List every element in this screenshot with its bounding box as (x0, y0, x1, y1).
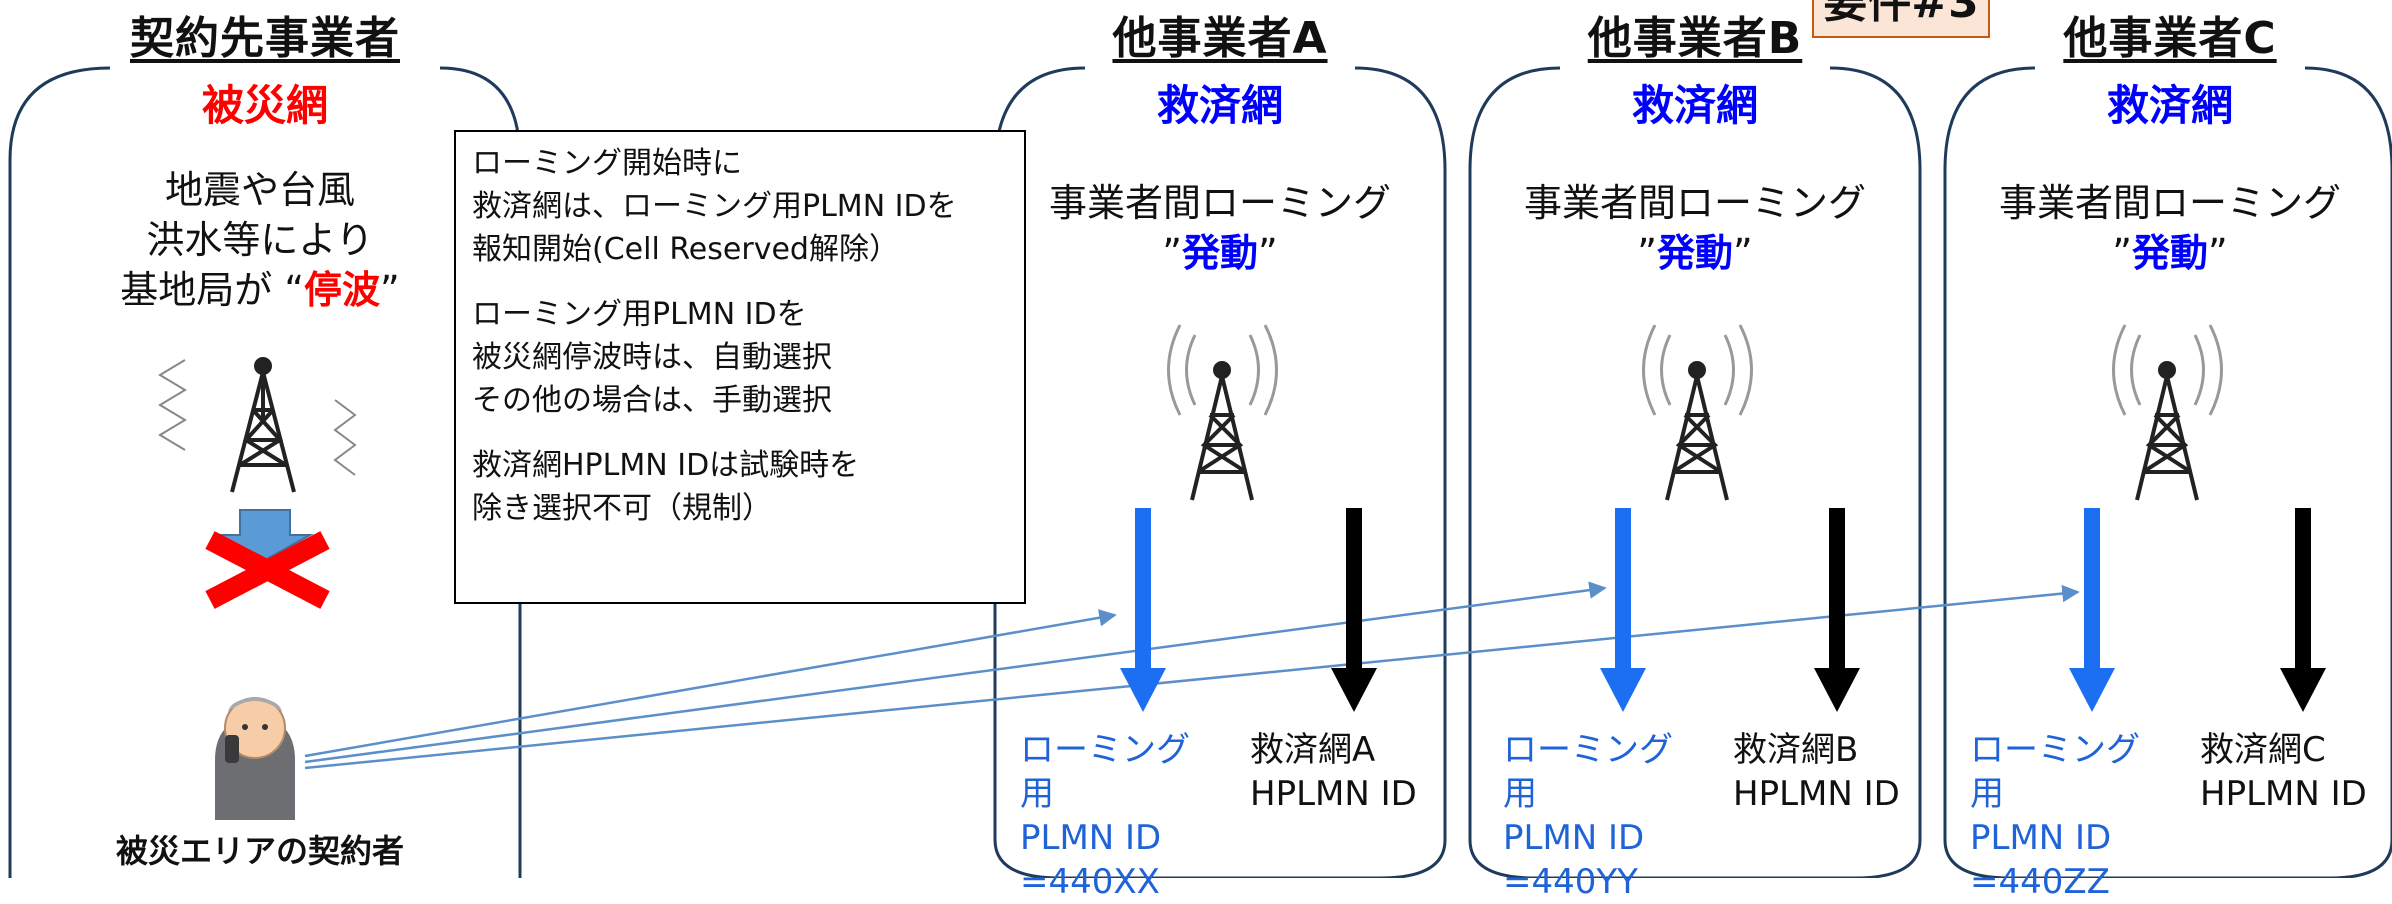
carrier-a-roaming-label-2: PLMN ID (1020, 818, 1162, 858)
callout-paragraph-1: ローミング開始時に 救済網は、ローミング用PLMN IDを 報知開始(Cell … (472, 146, 957, 267)
callout-paragraph-2: ローミング用PLMN IDを 被災網停波時は、自動選択 その他の場合は、手動選択 (472, 297, 832, 418)
damage-x-icon (205, 531, 330, 609)
carrier-a-header: 他事業者A 救済網 (1060, 2, 1380, 133)
panel-carrier-b (1468, 66, 1922, 878)
cause-emphasis: 停波 (304, 268, 381, 312)
tower-b-icon (1642, 324, 1753, 501)
roaming-arrow-c (2069, 508, 2115, 712)
link-lines (304, 581, 2080, 770)
carrier-c-trigger-word: 発動 (2131, 231, 2208, 275)
home-arrow-c (2280, 508, 2326, 712)
carrier-c-home-label-1: 救済網C (2200, 730, 2326, 770)
carrier-b-roaming-text: 事業者間ローミング ”発動” (1485, 178, 1905, 278)
contract-carrier-header: 契約先事業者 被災網 (80, 2, 450, 133)
carrier-b-network: 救済網 (1631, 81, 1758, 130)
tower-a-icon (1167, 324, 1278, 501)
contract-carrier-network: 被災網 (201, 81, 328, 130)
carrier-c-network: 救済網 (2106, 81, 2233, 130)
carrier-b-home-label: 救済網B HPLMN ID (1733, 728, 1923, 816)
carrier-c-trigger: ”発動” (1960, 228, 2380, 278)
carrier-b-trigger-word: 発動 (1656, 231, 1733, 275)
carrier-a-trigger-open: ” (1162, 231, 1182, 275)
carrier-b-roaming-line: 事業者間ローミング (1523, 181, 1866, 225)
carrier-a-heading: 他事業者A (1112, 13, 1328, 64)
user-avatar-icon (215, 697, 295, 820)
carrier-b-header: 他事業者B 救済網 (1535, 2, 1855, 133)
carrier-a-home-label-2: HPLMN ID (1250, 774, 1417, 814)
cause-suffix: ” (380, 268, 400, 312)
carrier-a-roaming-label-1: ローミング用 (1020, 730, 1190, 814)
carrier-c-trigger-close: ” (2208, 231, 2228, 275)
panel-carrier-c (1943, 66, 2392, 878)
carrier-a-trigger-close: ” (1258, 231, 1278, 275)
cause-line-3: 基地局が “停波” (60, 265, 460, 315)
cause-line-1: 地震や台風 (164, 168, 355, 212)
callout-paragraph-3: 救済網HPLMN IDは試験時を 除き選択不可（規制） (472, 448, 860, 526)
carrier-b-trigger-open: ” (1637, 231, 1657, 275)
carrier-b-trigger-close: ” (1733, 231, 1753, 275)
carrier-a-roaming-label-3: =440XX (1020, 862, 1160, 902)
carrier-c-roaming-label-3: =440ZZ (1970, 862, 2110, 902)
tower-c-icon (2112, 324, 2223, 501)
home-arrow-a (1331, 508, 1377, 712)
carrier-b-roaming-label-1: ローミング用 (1503, 730, 1673, 814)
carrier-c-roaming-text: 事業者間ローミング ”発動” (1960, 178, 2380, 278)
roaming-arrow-b (1600, 508, 1646, 712)
user-label: 被災エリアの契約者 (115, 832, 404, 870)
cause-prefix: 基地局が “ (120, 268, 305, 312)
carrier-b-home-label-1: 救済網B (1733, 730, 1859, 770)
carrier-b-heading: 他事業者B (1587, 13, 1803, 64)
carrier-c-header: 他事業者C 救済網 (2010, 2, 2330, 133)
panel-carrier-a (993, 66, 1447, 878)
carrier-c-trigger-open: ” (2112, 231, 2132, 275)
requirement-badge-label: 要件#3 (1823, 0, 1979, 28)
carrier-c-roaming-label-2: PLMN ID (1970, 818, 2112, 858)
cause-line-2: 洪水等により (146, 218, 374, 262)
carrier-c-roaming-label-1: ローミング用 (1970, 730, 2140, 814)
carrier-a-home-label-1: 救済網A (1250, 730, 1376, 770)
carrier-a-roaming-text: 事業者間ローミング ”発動” (1010, 178, 1430, 278)
carrier-a-roaming-line: 事業者間ローミング (1048, 181, 1391, 225)
carrier-a-network: 救済網 (1156, 81, 1283, 130)
carrier-b-trigger: ”発動” (1485, 228, 1905, 278)
cause-text: 地震や台風 洪水等により 基地局が “停波” (60, 165, 460, 315)
diagram-graphics (8, 66, 2392, 878)
carrier-b-roaming-label-3: =440YY (1503, 862, 1638, 902)
roaming-arrow-a (1120, 508, 1166, 712)
carrier-b-home-label-2: HPLMN ID (1733, 774, 1900, 814)
carrier-a-home-label: 救済網A HPLMN ID (1250, 728, 1445, 816)
carrier-c-home-label: 救済網C HPLMN ID (2200, 728, 2390, 816)
noise-marks-icon (158, 359, 357, 476)
carrier-c-roaming-line: 事業者間ローミング (1998, 181, 2341, 225)
carrier-c-heading: 他事業者C (2063, 13, 2277, 64)
contract-carrier-heading: 契約先事業者 (130, 13, 400, 64)
carrier-a-trigger: ”発動” (1010, 228, 1430, 278)
stopped-tower-icon (230, 357, 296, 493)
carrier-b-roaming-label-2: PLMN ID (1503, 818, 1645, 858)
carrier-c-home-label-2: HPLMN ID (2200, 774, 2367, 814)
home-arrow-b (1814, 508, 1860, 712)
carrier-a-trigger-word: 発動 (1181, 231, 1258, 275)
requirement-badge: 要件#3 (1812, 0, 1990, 38)
callout-box: ローミング開始時に 救済網は、ローミング用PLMN IDを 報知開始(Cell … (454, 130, 1026, 604)
